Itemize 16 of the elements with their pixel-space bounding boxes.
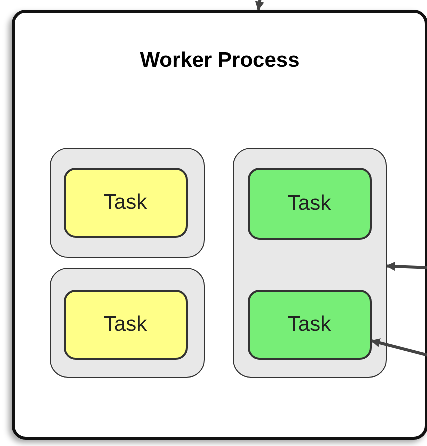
task-box [248,290,372,360]
process-container [12,10,427,440]
task-label: Task [286,312,332,336]
task-box [248,168,372,240]
task-label: Task [102,312,148,336]
group-box [50,148,205,258]
task-box [64,290,188,360]
arrow [371,338,427,358]
task-label: Task [286,192,332,216]
arrow [386,262,427,272]
task-label: Task [102,190,148,214]
title-text: Worker Process [139,49,301,73]
group-box [50,268,205,378]
task-box [64,168,188,238]
arrow [255,0,264,11]
group-box [233,148,387,378]
